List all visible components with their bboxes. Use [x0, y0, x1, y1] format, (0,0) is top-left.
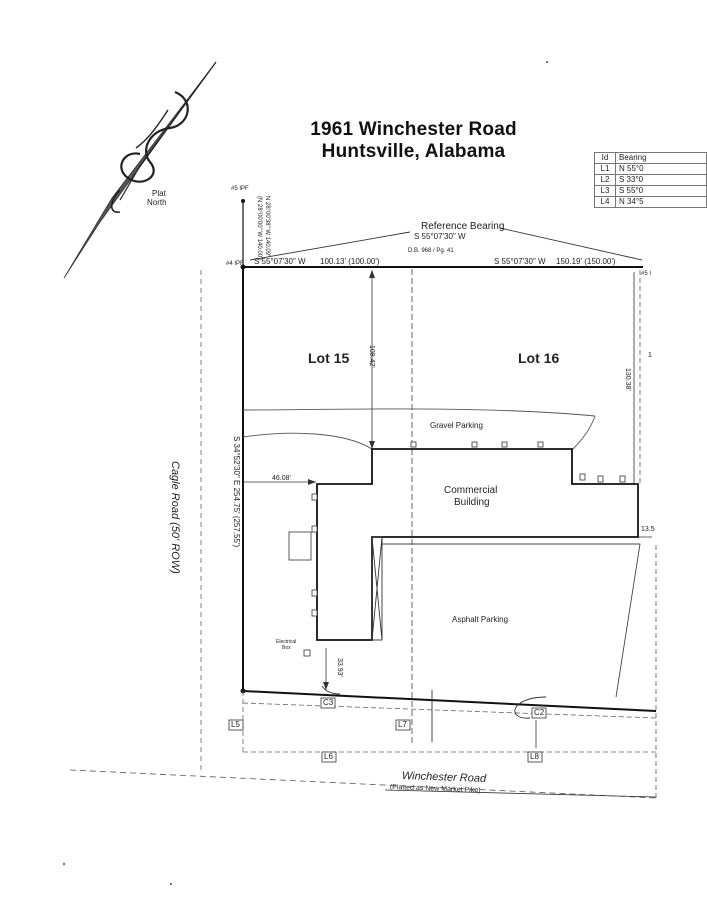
top-distance-lot16: 150.19' (150.00')	[556, 257, 616, 266]
top-bearing-lot16: S 55°07'30" W	[494, 257, 546, 266]
left-boundary-bearing: S 34°52'30" E 254.75' (257.55')	[232, 436, 241, 548]
dim-lot15-depth: 108.42'	[368, 345, 375, 368]
line-label-l7: L7	[398, 720, 407, 729]
asphalt-parking-label: Asphalt Parking	[452, 615, 509, 624]
line-label-l5: L5	[231, 720, 240, 729]
line-label-l8: L8	[530, 752, 539, 761]
reference-bearing-lines	[249, 227, 643, 261]
dim-right-offset: 13.5	[641, 526, 655, 533]
north-arrow-label-plat: Plat	[152, 189, 166, 198]
line-table-bearing: N 34°5	[615, 196, 707, 208]
gravel-parking-label: Gravel Parking	[430, 421, 483, 430]
building-label-line1: Commercial	[444, 485, 498, 496]
electrical-box-label-line1: Electrical	[276, 639, 297, 645]
plat-title-city: Huntsville, Alabama	[321, 141, 506, 162]
plat-title-address: 1961 Winchester Road	[310, 119, 517, 140]
top-bearing-lot15: S 55°07'30" W	[254, 257, 306, 266]
line-table-row: L1 N 55°0	[594, 163, 707, 175]
line-table: Id Bearing L1 N 55°0 L2 S 33°0 L3 S 55°0…	[594, 152, 707, 208]
curve-label-c3: C3	[323, 698, 334, 707]
cagle-road-label: Cagle Road (50' ROW)	[169, 461, 181, 574]
pin-right-label: #5 I	[641, 271, 652, 277]
commercial-building	[316, 448, 639, 641]
top-distance-lot15: 100.13' (100.00')	[320, 257, 380, 266]
dim-setback-bottom: 33.93'	[336, 658, 343, 677]
line-label-l6: L6	[324, 752, 333, 761]
north-arrow-label-north: North	[147, 198, 167, 207]
lot-15-label: Lot 15	[308, 350, 350, 366]
reference-bearing-value: S 55°07'30" W	[414, 232, 466, 241]
side-bearing-1: N 28°00'38" W 140.09'	[264, 196, 270, 257]
side-bearing-2: (N 28°00'00" W 140.00')	[256, 196, 262, 261]
dim-setback-left: 46.08'	[272, 475, 291, 482]
lot-boundary	[242, 201, 657, 712]
building-label-line2: Building	[454, 497, 490, 508]
electrical-box-label-line2: Box	[282, 645, 291, 651]
dim-right-edge: 1	[648, 352, 652, 359]
north-arrow-icon	[63, 61, 217, 279]
line-table-row: L3 S 55°0	[594, 185, 707, 197]
curve-label-c2: C2	[534, 708, 545, 717]
pin-corner-label: #4 IPF	[226, 261, 244, 267]
reference-bearing-label: Reference Bearing	[421, 221, 505, 232]
dim-lot16-depth: 130.38'	[624, 368, 631, 391]
deed-book-label: D.B. 968 / Pg. 41	[408, 248, 454, 254]
pin-top-label: #5 IPF	[231, 186, 249, 192]
line-table-row: L4 N 34°5	[594, 196, 707, 208]
line-table-header: Id Bearing	[594, 152, 707, 164]
lot-16-label: Lot 16	[518, 350, 560, 366]
